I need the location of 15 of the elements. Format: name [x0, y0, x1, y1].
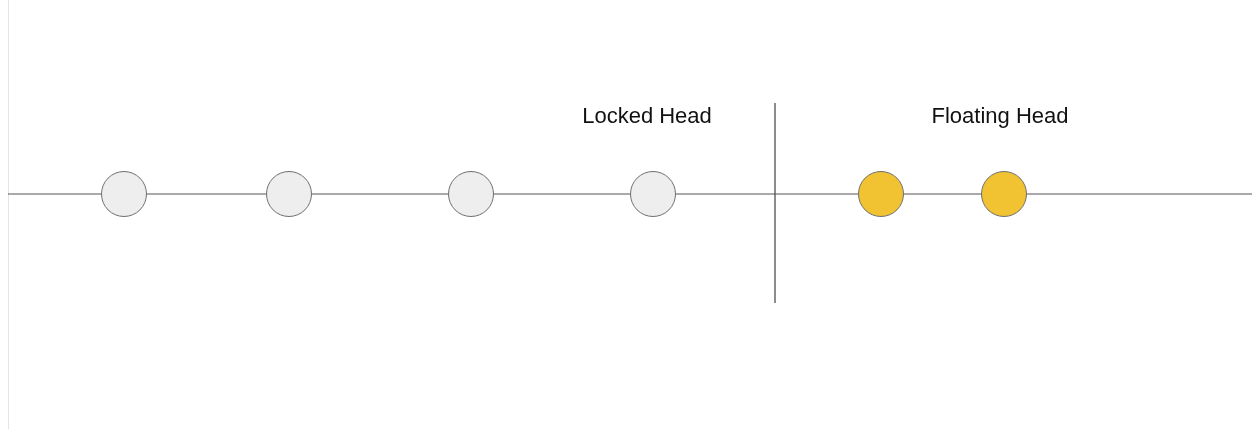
connector-line: [146, 193, 267, 195]
connector-line: [7, 193, 102, 195]
section-label: Locked Head: [582, 103, 712, 129]
commit-circle: [981, 171, 1027, 217]
commit-circle: [858, 171, 904, 217]
commit-circle: [630, 171, 676, 217]
commit-circle: [448, 171, 494, 217]
commit-circle: [266, 171, 312, 217]
connector-line: [903, 193, 982, 195]
section-label: Floating Head: [931, 103, 1069, 129]
connector-line: [675, 193, 859, 195]
connector-line: [311, 193, 449, 195]
connector-line: [493, 193, 631, 195]
commit-circle: [101, 171, 147, 217]
connector-line: [1026, 193, 1252, 195]
